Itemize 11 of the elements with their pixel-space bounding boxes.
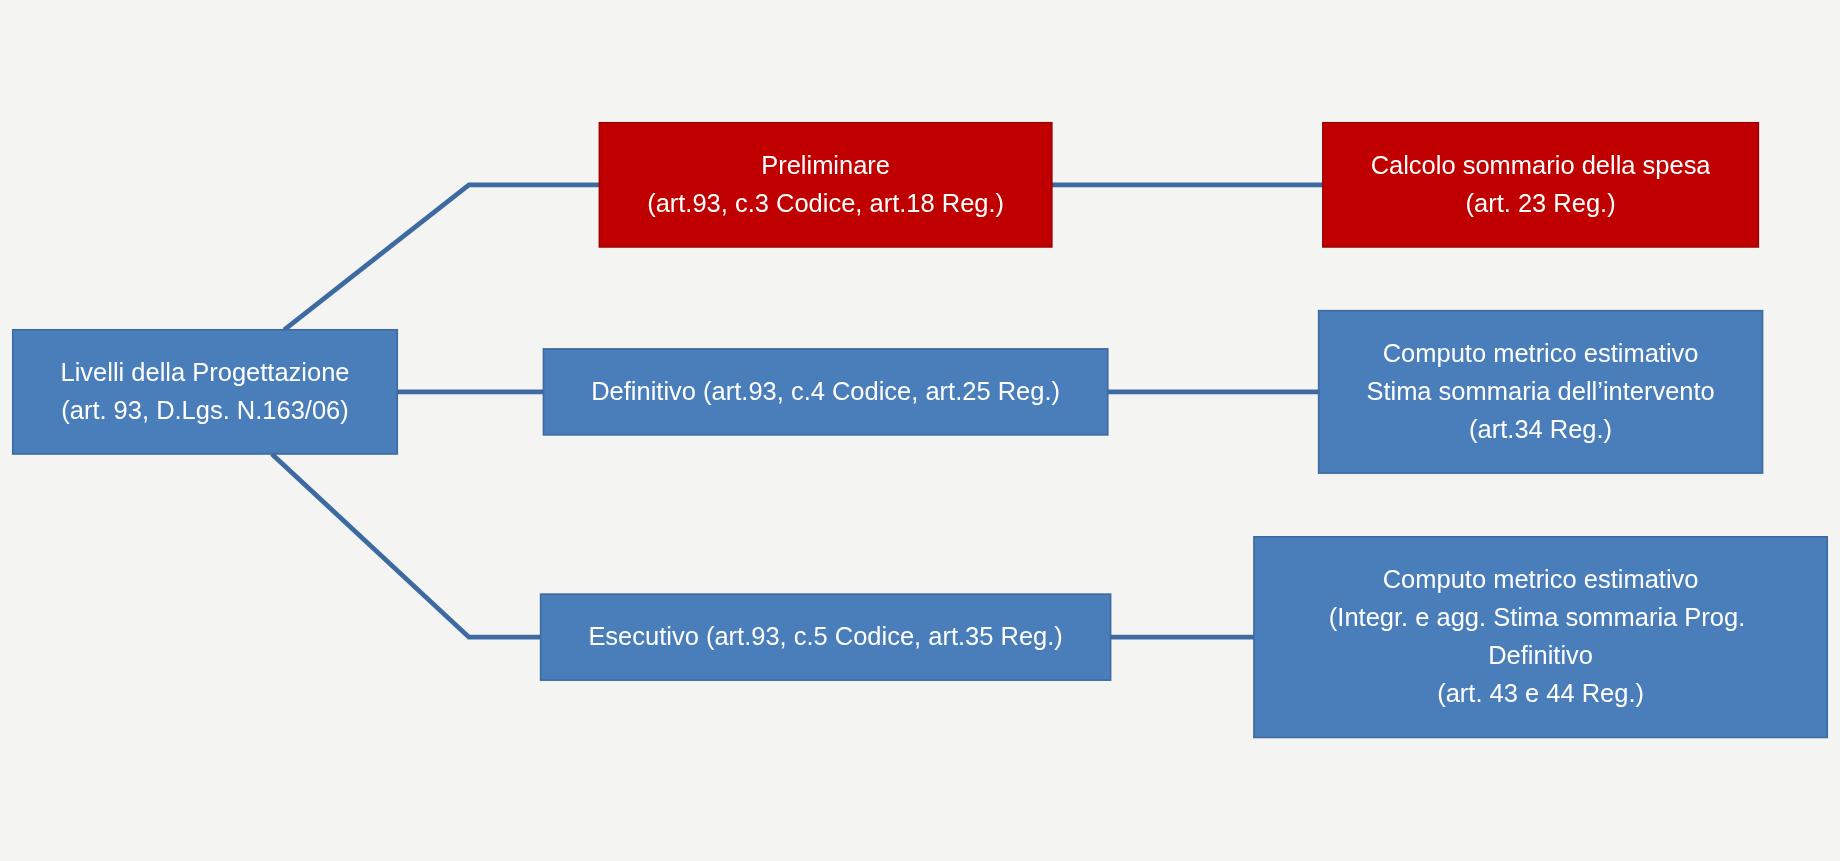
node-box: Computo metrico estimativo Stima sommaria dell’intervento (art.34 Reg.) bbox=[1317, 310, 1764, 475]
node-box: Esecutivo (art.93, c.5 Codice, art.35 Reg.) bbox=[539, 593, 1112, 682]
node-box: Computo metrico estimativo (Integr. e agg. Stima sommaria Prog. Definitivo (art. 43 e 44 Reg.) bbox=[1253, 536, 1829, 739]
connector bbox=[397, 389, 544, 395]
node-box: Preliminare (art.93, c.3 Codice, art.18 Reg.) bbox=[598, 122, 1053, 249]
node-box: Calcolo sommario della spesa (art. 23 Reg.) bbox=[1322, 122, 1760, 249]
node-box: Definitivo (art.93, c.4 Codice, art.25 Reg.) bbox=[542, 348, 1109, 437]
connector bbox=[1110, 635, 1254, 640]
connector bbox=[1051, 182, 1323, 188]
node-box: Livelli della Progettazione (art. 93, D.Lgs. N.163/06) bbox=[11, 329, 399, 456]
connector bbox=[1107, 389, 1319, 395]
